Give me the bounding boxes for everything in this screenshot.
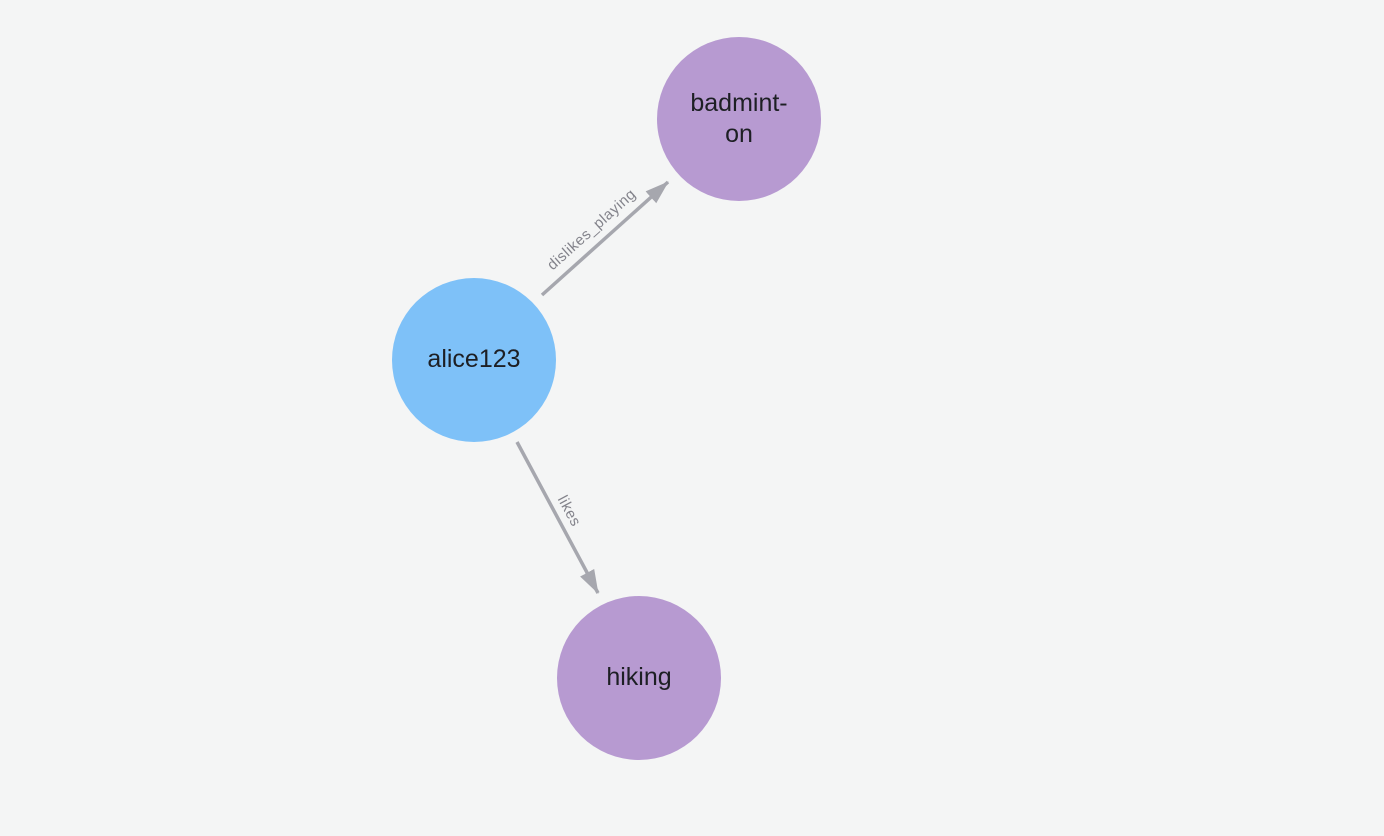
node-badminton-label-line-2: on [725, 120, 753, 148]
edge-likes[interactable] [515, 441, 600, 594]
node-alice123[interactable]: alice123 [392, 278, 556, 442]
node-badminton-label-line-1: badmint- [690, 88, 788, 117]
node-badminton[interactable]: badmint- on [657, 37, 821, 201]
node-alice123-label: alice123 [427, 345, 521, 374]
node-badminton-label: badmint- on [690, 88, 787, 151]
node-hiking-label: hiking [606, 663, 672, 692]
edge-label-dislikes-playing[interactable]: dislikes_playing [544, 186, 640, 274]
edge-label-likes[interactable]: likes [554, 493, 584, 530]
node-hiking[interactable]: hiking [557, 596, 721, 760]
edge-dislikes-playing[interactable] [540, 180, 670, 297]
